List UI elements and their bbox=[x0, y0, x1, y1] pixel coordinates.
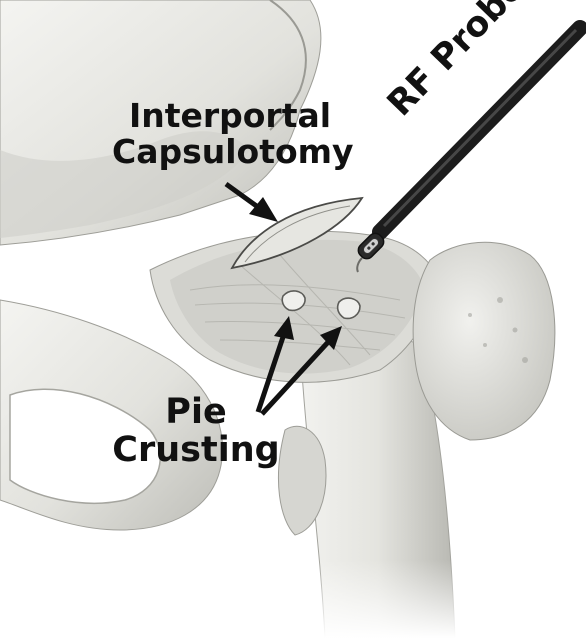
pie-crusting-label: Pie Crusting bbox=[102, 394, 290, 470]
greater-trochanter bbox=[413, 242, 555, 440]
capsulotomy-label: Interportal Capsulotomy bbox=[112, 98, 348, 169]
pie-crusting-label-line1: Pie bbox=[102, 394, 290, 432]
capsulotomy-label-line2: Capsulotomy bbox=[112, 134, 348, 170]
rf-probe-icon bbox=[355, 28, 580, 272]
pie-crust-hole-1 bbox=[282, 291, 305, 310]
bottom-fade bbox=[0, 560, 586, 638]
arrow-capsulotomy-icon bbox=[226, 184, 278, 222]
pie-crust-hole-2 bbox=[338, 298, 360, 318]
capsulotomy-label-line1: Interportal bbox=[112, 98, 348, 134]
pie-crusting-label-line2: Crusting bbox=[102, 432, 290, 470]
